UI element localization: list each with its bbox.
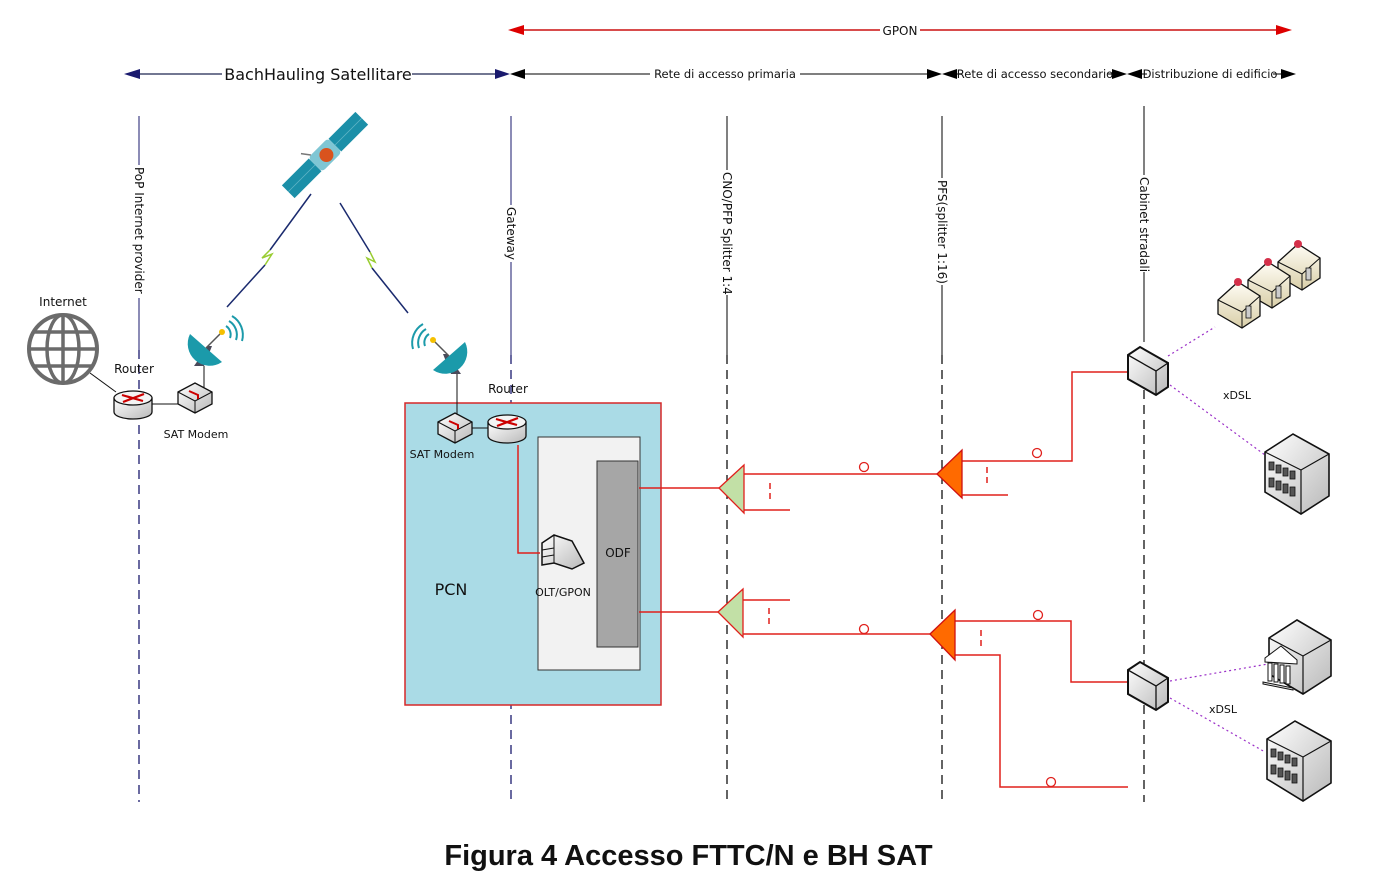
arrow-right-icon bbox=[1276, 25, 1292, 35]
cno-label: CNO/PFP Splitter 1:4 bbox=[720, 172, 734, 295]
sat-modem-icon bbox=[437, 412, 473, 444]
arrow-right-icon bbox=[927, 69, 942, 79]
office-building-icon bbox=[1266, 720, 1332, 802]
satellite-dish-icon bbox=[411, 323, 468, 374]
column-gateway: Gateway bbox=[504, 116, 518, 802]
xdsl-bottom-label: xDSL bbox=[1209, 703, 1238, 716]
arrow-left-icon bbox=[1127, 69, 1142, 79]
router-pcn-label: Router bbox=[488, 382, 528, 396]
fiber-upper bbox=[639, 371, 1128, 511]
satellite-downlink bbox=[339, 202, 409, 314]
arrow-left-icon bbox=[942, 69, 957, 79]
column-cno: CNO/PFP Splitter 1:4 bbox=[720, 116, 734, 802]
router-olt-fiber bbox=[517, 445, 540, 554]
satellite-dish-icon bbox=[187, 315, 244, 366]
router-pop-label: Router bbox=[114, 362, 154, 376]
primary-access-span: Rete di accesso primaria bbox=[510, 67, 942, 81]
arrow-right-icon bbox=[1281, 69, 1296, 79]
secondary-access-label: Rete di accesso secondario bbox=[957, 67, 1113, 81]
xdsl-links bbox=[1167, 326, 1269, 753]
sat-modem-icon bbox=[177, 382, 213, 414]
gpon-span: GPON bbox=[508, 24, 1292, 38]
backhaul-span: BachHauling Satellitare bbox=[124, 65, 510, 84]
satellite-icon bbox=[281, 111, 369, 199]
pfs-label: PFS(splitter 1:16) bbox=[935, 180, 949, 284]
internet-label: Internet bbox=[39, 295, 87, 309]
gateway-label: Gateway bbox=[504, 207, 518, 260]
fiber-connector-icon bbox=[1031, 447, 1043, 459]
street-cabinet-icon bbox=[1127, 660, 1169, 712]
arrow-right-icon bbox=[1112, 69, 1127, 79]
houses-icon bbox=[1217, 240, 1321, 329]
office-building-icon bbox=[1264, 433, 1330, 515]
column-pfs: PFS(splitter 1:16) bbox=[935, 116, 949, 802]
arrow-right-icon bbox=[495, 69, 510, 79]
sat-modem-pcn-label: SAT Modem bbox=[410, 448, 475, 461]
column-cabinet: Cabinet stradali bbox=[1137, 106, 1151, 802]
figure-caption: Figura 4 Accesso FTTC/N e BH SAT bbox=[444, 840, 933, 872]
backhaul-label: BachHauling Satellitare bbox=[224, 65, 412, 84]
olt-label: OLT/GPON bbox=[535, 586, 591, 599]
xdsl-top-label: xDSL bbox=[1223, 389, 1252, 402]
pop-label: PoP Internet provider bbox=[132, 167, 146, 294]
gpon-label: GPON bbox=[883, 24, 918, 38]
street-cabinet-icon bbox=[1127, 345, 1169, 397]
internet-globe-icon bbox=[27, 313, 99, 385]
primary-splitter-icon bbox=[718, 463, 745, 515]
satellite-uplink bbox=[226, 193, 312, 308]
fiber-connector-icon bbox=[858, 623, 870, 635]
fiber-connector-icon bbox=[1045, 776, 1057, 788]
fiber-lower bbox=[639, 599, 1128, 788]
router-icon bbox=[113, 390, 153, 420]
olt-icon bbox=[541, 534, 586, 570]
public-building-icon bbox=[1262, 619, 1332, 695]
pcn-label: PCN bbox=[435, 580, 468, 599]
fiber-connector-icon bbox=[858, 461, 870, 473]
building-distribution-label: Distribuzione di edificio bbox=[1143, 67, 1278, 81]
secondary-splitter-icon bbox=[929, 608, 956, 662]
column-pop: PoP Internet provider bbox=[132, 116, 146, 802]
arrow-left-icon bbox=[510, 69, 525, 79]
secondary-access-span: Rete di accesso secondario bbox=[942, 67, 1127, 81]
router-icon bbox=[487, 414, 527, 444]
odf-panel bbox=[596, 460, 639, 648]
primary-splitter-icon bbox=[717, 587, 744, 639]
internet-router-link bbox=[89, 372, 117, 393]
primary-access-label: Rete di accesso primaria bbox=[654, 67, 796, 81]
arrow-left-icon bbox=[124, 69, 140, 79]
odf-label: ODF bbox=[605, 546, 631, 560]
arrow-left-icon bbox=[508, 25, 524, 35]
sat-modem-pop-label: SAT Modem bbox=[164, 428, 229, 441]
cabinet-label: Cabinet stradali bbox=[1137, 177, 1151, 272]
fiber-connector-icon bbox=[1032, 609, 1044, 621]
secondary-splitter-icon bbox=[936, 448, 963, 500]
building-distribution-span: Distribuzione di edificio bbox=[1127, 67, 1296, 81]
